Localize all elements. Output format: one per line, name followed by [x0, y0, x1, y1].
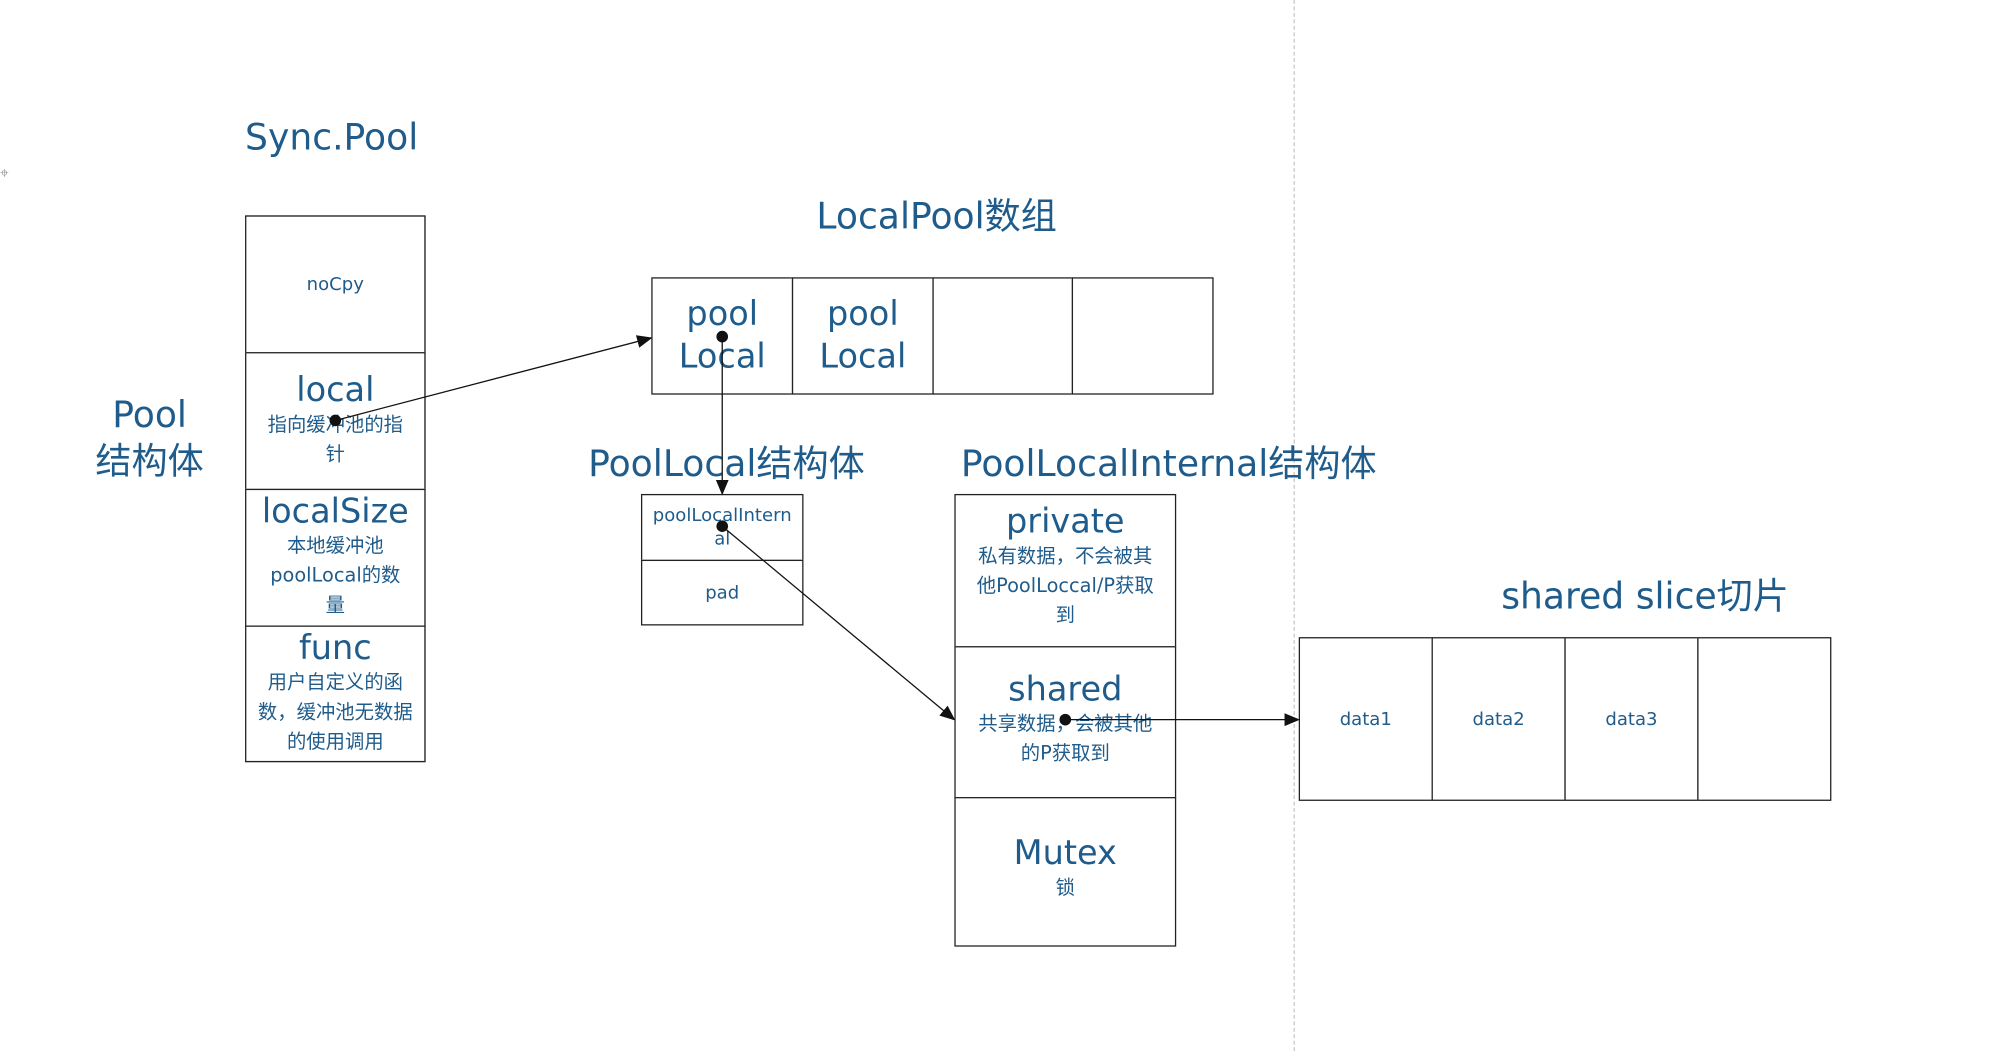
field-private-name: private: [1006, 502, 1125, 542]
field-pad: pad: [640, 559, 804, 626]
local-pool-cell-4: [1071, 277, 1214, 395]
field-localsize: localSize 本地缓冲池poolLocal的数量: [245, 488, 426, 627]
field-nocpy: noCpy: [245, 215, 426, 354]
pool-struct-label-line1: Pool: [112, 393, 187, 436]
anchor-marker-icon: ⌖: [0, 163, 9, 182]
field-local-name: local: [296, 371, 375, 411]
page-boundary-guide: [1293, 0, 1295, 1051]
local-pool-cell-2: pool Local: [791, 277, 934, 395]
field-local-desc: 指向缓冲池的指针: [267, 412, 404, 466]
field-mutex-name: Mutex: [1013, 834, 1117, 874]
shared-slice-cell-3: data3: [1564, 637, 1699, 801]
shared-slice-cell-2: data2: [1431, 637, 1566, 801]
field-shared: shared 共享数据，会被其他的P获取到: [954, 646, 1177, 799]
field-func-desc: 用户自定义的函数，缓冲池无数据的使用调用: [257, 670, 413, 754]
local-pool-cell-3: [932, 277, 1074, 395]
shared-slice-cell-1: data1: [1298, 637, 1433, 801]
local-pool-cell-1: pool Local: [651, 277, 794, 395]
field-func: func 用户自定义的函数，缓冲池无数据的使用调用: [245, 625, 426, 763]
field-localsize-name: localSize: [261, 492, 409, 532]
field-localsize-desc: 本地缓冲池poolLocal的数量: [270, 533, 401, 617]
field-mutex-desc: 锁: [1055, 875, 1075, 899]
sync-pool-title: Sync.Pool: [245, 116, 419, 159]
field-nocpy-name: noCpy: [306, 274, 364, 295]
pool-local-internal-title: PoolLocalInternal结构体: [960, 442, 1377, 485]
field-shared-desc: 共享数据，会被其他的P获取到: [978, 711, 1153, 765]
field-pool-local-internal: poolLocalInternal: [640, 493, 804, 562]
field-private-desc: 私有数据，不会被其他PoolLoccal/P获取到: [976, 544, 1154, 627]
field-mutex: Mutex 锁: [954, 797, 1177, 947]
field-private: private 私有数据，不会被其他PoolLoccal/P获取到: [954, 493, 1177, 648]
shared-slice-title: shared slice切片: [1501, 575, 1789, 618]
pool-local-struct-title: PoolLocal结构体: [588, 442, 865, 485]
shared-slice-cell-4: [1697, 637, 1832, 801]
pool-struct-label-line2: 结构体: [95, 439, 204, 483]
field-func-name: func: [298, 629, 372, 669]
field-shared-name: shared: [1008, 670, 1123, 710]
field-local: local 指向缓冲池的指针: [245, 352, 426, 491]
pool-struct-label: Pool 结构体: [90, 392, 209, 485]
local-pool-array-title: LocalPool数组: [816, 194, 1057, 238]
